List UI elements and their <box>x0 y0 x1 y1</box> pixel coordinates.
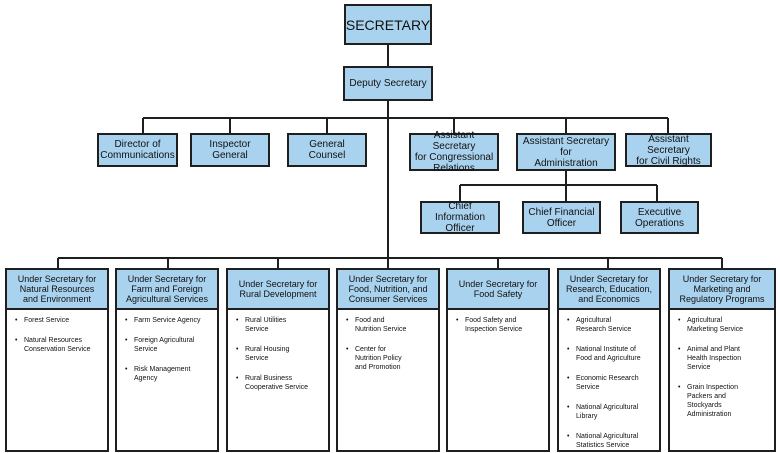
secretary-box: SECRETARY <box>344 4 432 45</box>
agency-item: Rural Housing Service <box>236 345 324 363</box>
agency-item: Risk Management Agency <box>125 365 213 383</box>
asst-sec-administration-box: Assistant Secretary for Administration <box>516 133 616 171</box>
chief-financial-officer-box: Chief Financial Officer <box>522 201 601 234</box>
under-secretary-natural-resources-box: Under Secretary for Natural Resources an… <box>5 268 109 310</box>
chief-information-officer-box: Chief Information Officer <box>420 201 500 234</box>
agency-item: Center for Nutrition Policy and Promotio… <box>346 345 434 372</box>
food-safety-agencies-panel: Food Safety and Inspection Service <box>446 308 550 452</box>
agency-item: Farm Service Agency <box>125 316 213 325</box>
agency-item: National Institute of Food and Agricultu… <box>567 345 655 363</box>
deputy-secretary-box: Deputy Secretary <box>343 66 433 101</box>
agency-item: Animal and Plant Health Inspection Servi… <box>678 345 770 372</box>
asst-sec-congressional-relations-box: Assistant Secretary for Congressional Re… <box>409 130 499 174</box>
farm-foreign-agencies-panel: Farm Service Agency Foreign Agricultural… <box>115 308 219 452</box>
agency-item: Forest Service <box>15 316 103 325</box>
agency-item: National Agricultural Library <box>567 403 655 421</box>
food-nutrition-agencies-panel: Food and Nutrition Service Center for Nu… <box>336 308 440 452</box>
agency-item: Natural Resources Conservation Service <box>15 336 103 354</box>
under-secretary-farm-foreign-box: Under Secretary for Farm and Foreign Agr… <box>115 268 219 310</box>
agency-item: Food and Nutrition Service <box>346 316 434 334</box>
agency-item: Rural Utilities Service <box>236 316 324 334</box>
under-secretary-food-nutrition-box: Under Secretary for Food, Nutrition, and… <box>336 268 440 310</box>
executive-operations-box: Executive Operations <box>620 201 699 234</box>
asst-sec-civil-rights-box: Assistant Secretary for Civil Rights <box>625 133 712 167</box>
agency-item: Food Safety and Inspection Service <box>456 316 544 334</box>
agency-item: Agricultural Marketing Service <box>678 316 770 334</box>
general-counsel-box: General Counsel <box>287 133 367 167</box>
director-of-communications-box: Director of Communications <box>97 133 178 167</box>
under-secretary-food-safety-box: Under Secretary for Food Safety <box>446 268 550 310</box>
agency-item: Foreign Agricultural Service <box>125 336 213 354</box>
agency-item: Rural Business Cooperative Service <box>236 374 324 392</box>
agency-item: Agricultural Research Service <box>567 316 655 334</box>
under-secretary-marketing-regulatory-box: Under Secretary for Marketing and Regula… <box>668 268 776 310</box>
marketing-regulatory-agencies-panel: Agricultural Marketing Service Animal an… <box>668 308 776 452</box>
rural-development-agencies-panel: Rural Utilities Service Rural Housing Se… <box>226 308 330 452</box>
agency-item: Economic Research Service <box>567 374 655 392</box>
under-secretary-research-education-box: Under Secretary for Research, Education,… <box>557 268 661 310</box>
agency-item: National Agricultural Statistics Service <box>567 432 655 450</box>
inspector-general-box: Inspector General <box>190 133 270 167</box>
under-secretary-rural-development-box: Under Secretary for Rural Development <box>226 268 330 310</box>
research-education-agencies-panel: Agricultural Research Service National I… <box>557 308 661 452</box>
agency-item: Grain Inspection Packers and Stockyards … <box>678 383 770 419</box>
natural-resources-agencies-panel: Forest Service Natural Resources Conserv… <box>5 308 109 452</box>
